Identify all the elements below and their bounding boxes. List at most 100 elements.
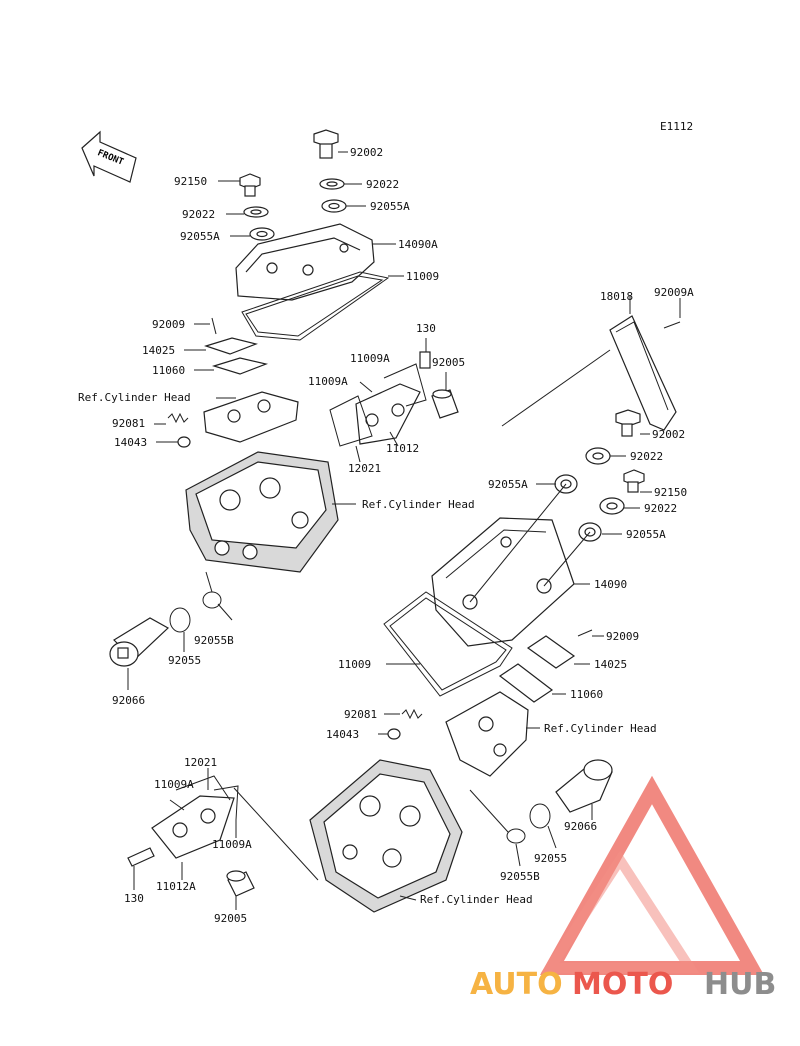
label-ref-cylinder-head-d: Ref.Cylinder Head xyxy=(420,893,533,906)
cylinder-head-lower xyxy=(309,759,463,913)
label-92066-b: 92066 xyxy=(564,820,597,833)
washer-92022-right-b xyxy=(599,497,640,515)
label-92055A-d: 92055A xyxy=(626,528,666,541)
label-11009A-c: 11009A xyxy=(154,778,194,791)
gasket-11009-lower xyxy=(383,591,513,697)
front-arrow-icon: FRONT xyxy=(81,130,137,183)
label-92009A: 92009A xyxy=(654,286,694,299)
label-92055B-b: 92055B xyxy=(500,870,540,883)
intake-joint-upper xyxy=(329,363,427,463)
cover-18018 xyxy=(609,296,677,431)
oring-92055B-lower xyxy=(469,789,526,867)
plate-11060-lower xyxy=(498,663,566,703)
label-92002-a: 92002 xyxy=(350,146,383,159)
label-130-a: 130 xyxy=(416,322,436,335)
label-14025-b: 14025 xyxy=(594,658,627,671)
plate-11060-upper xyxy=(194,357,269,375)
label-12021-b: 12021 xyxy=(184,756,217,769)
label-92055A-c: 92055A xyxy=(488,478,528,491)
oring-92055B-upper xyxy=(202,571,233,621)
label-11009-a: 11009 xyxy=(406,270,439,283)
washer-92022-right-a xyxy=(585,447,626,465)
label-11060-b: 11060 xyxy=(570,688,603,701)
bolt-130-upper xyxy=(419,338,431,369)
head-cover-14090 xyxy=(431,483,591,647)
label-92066-a: 92066 xyxy=(112,694,145,707)
label-92022-b: 92022 xyxy=(182,208,215,221)
label-12021-a: 12021 xyxy=(348,462,381,475)
label-92005-a: 92005 xyxy=(432,356,465,369)
screw-92009-upper xyxy=(194,317,217,335)
label-92002-b: 92002 xyxy=(652,428,685,441)
label-92055A-b: 92055A xyxy=(180,230,220,243)
watermark-auto: AUTO xyxy=(470,967,563,1002)
bolt-130-lower xyxy=(127,847,155,890)
intake-joint-lower xyxy=(151,768,319,881)
label-ref-cylinder-head-a: Ref.Cylinder Head xyxy=(78,391,191,404)
label-92055-b: 92055 xyxy=(534,852,567,865)
washer-92022-left xyxy=(226,206,269,218)
diagram-code: E1112 xyxy=(660,120,693,133)
label-92009-a: 92009 xyxy=(152,318,185,331)
bolt-92150-right xyxy=(623,469,652,493)
label-14090: 14090 xyxy=(594,578,627,591)
screw-92009-lower xyxy=(577,629,604,637)
spring-92081-upper xyxy=(154,412,189,425)
label-92022-c: 92022 xyxy=(630,450,663,463)
label-11012A: 11012A xyxy=(156,880,196,893)
grommet-92055A-left xyxy=(230,227,275,241)
label-92009-b: 92009 xyxy=(606,630,639,643)
screw-92009A xyxy=(663,298,681,329)
leader-18018 xyxy=(501,349,611,427)
bolt-92002-top xyxy=(313,129,348,159)
cam-holder-lower xyxy=(445,691,540,777)
label-92055A-a: 92055A xyxy=(370,200,410,213)
label-11009-b: 11009 xyxy=(338,658,371,671)
label-92081-a: 92081 xyxy=(112,417,145,430)
plug-92066-lower xyxy=(555,759,613,820)
label-ref-cylinder-head-c: Ref.Cylinder Head xyxy=(544,722,657,735)
grommet-92055A-right-b xyxy=(578,522,622,542)
gasket-11009-top xyxy=(241,271,404,341)
label-92022-a: 92022 xyxy=(366,178,399,191)
label-11060-a: 11060 xyxy=(152,364,185,377)
automotohub-logo-icon xyxy=(540,775,764,975)
label-11009A-a: 11009A xyxy=(350,352,390,365)
collar-92005-upper xyxy=(431,372,459,419)
label-130-b: 130 xyxy=(124,892,144,905)
label-11009A-b: 11009A xyxy=(308,375,348,388)
head-cover-14090A xyxy=(235,223,396,301)
cylinder-head-upper xyxy=(185,451,356,573)
label-92005-b: 92005 xyxy=(214,912,247,925)
bolt-92150-top xyxy=(218,173,261,197)
label-92150-b: 92150 xyxy=(654,486,687,499)
collar-92005-lower xyxy=(226,870,255,910)
label-14043-b: 14043 xyxy=(326,728,359,741)
label-18018: 18018 xyxy=(600,290,633,303)
label-14025-a: 14025 xyxy=(142,344,175,357)
grommet-92055A-top xyxy=(321,199,366,213)
label-92150-a: 92150 xyxy=(174,175,207,188)
plate-14025-lower xyxy=(526,635,590,669)
label-92055B-a: 92055B xyxy=(194,634,234,647)
automotohub-watermark: AUTO MOTO HUB xyxy=(470,775,776,1002)
label-11009A-d: 11009A xyxy=(212,838,252,851)
label-14043-a: 14043 xyxy=(114,436,147,449)
watermark-moto: MOTO xyxy=(572,967,673,1002)
plug-14043-upper xyxy=(156,436,191,448)
watermark-hub: HUB xyxy=(704,967,776,1002)
plug-14043-lower xyxy=(378,728,401,740)
label-11012: 11012 xyxy=(386,442,419,455)
plug-92066-upper xyxy=(109,617,170,690)
plate-14025-upper xyxy=(184,337,258,355)
oring-92055-upper xyxy=(169,607,191,652)
bolt-92002-right xyxy=(615,409,650,437)
spring-92081-lower xyxy=(384,708,423,720)
label-14090A: 14090A xyxy=(398,238,438,251)
washer-92022-top xyxy=(319,178,362,190)
label-92022-d: 92022 xyxy=(644,502,677,515)
grommet-92055A-right-a xyxy=(536,474,578,494)
label-92081-b: 92081 xyxy=(344,708,377,721)
oring-92055-lower xyxy=(529,803,557,849)
